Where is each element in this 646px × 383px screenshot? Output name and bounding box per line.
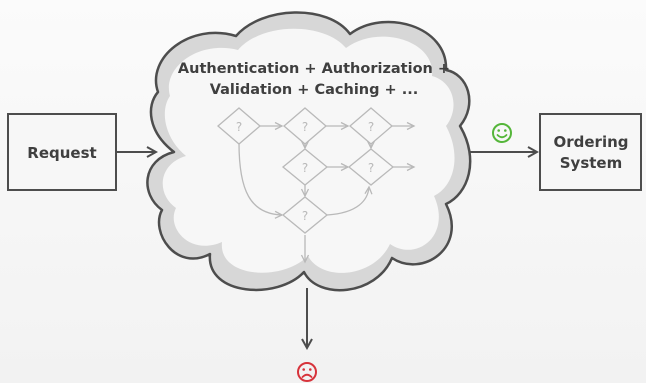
decision-diamond bbox=[347, 148, 395, 186]
sad-face-icon bbox=[297, 362, 317, 382]
ordering-label-line-2: System bbox=[560, 154, 622, 172]
request-box: Request bbox=[7, 113, 117, 191]
decision-label: ? bbox=[302, 161, 308, 175]
cloud-title-line-2: Validation + Caching + ... bbox=[210, 82, 419, 98]
decision-labels: ? ? ? ? ? ? bbox=[236, 120, 374, 223]
ordering-system-box: Ordering System bbox=[539, 113, 642, 191]
decision-label: ? bbox=[368, 120, 374, 134]
decision-diamond bbox=[349, 107, 393, 145]
decision-label: ? bbox=[302, 209, 308, 223]
ordering-label-line-1: Ordering bbox=[553, 133, 628, 151]
decision-diamond bbox=[281, 148, 329, 186]
decision-label: ? bbox=[368, 161, 374, 175]
decision-diamond bbox=[217, 107, 261, 145]
decision-label: ? bbox=[236, 120, 242, 134]
flow-connector bbox=[238, 142, 284, 219]
internal-flowchart bbox=[217, 107, 416, 264]
decision-diamond bbox=[283, 107, 327, 145]
request-label: Request bbox=[27, 144, 96, 162]
cloud-title-line-1: Authentication + Authorization + bbox=[178, 61, 450, 77]
decision-label: ? bbox=[302, 120, 308, 134]
happy-face-icon bbox=[492, 123, 512, 143]
cloud-inner-fill bbox=[162, 28, 455, 273]
flow-connector bbox=[326, 185, 373, 216]
decision-diamond bbox=[281, 196, 329, 234]
